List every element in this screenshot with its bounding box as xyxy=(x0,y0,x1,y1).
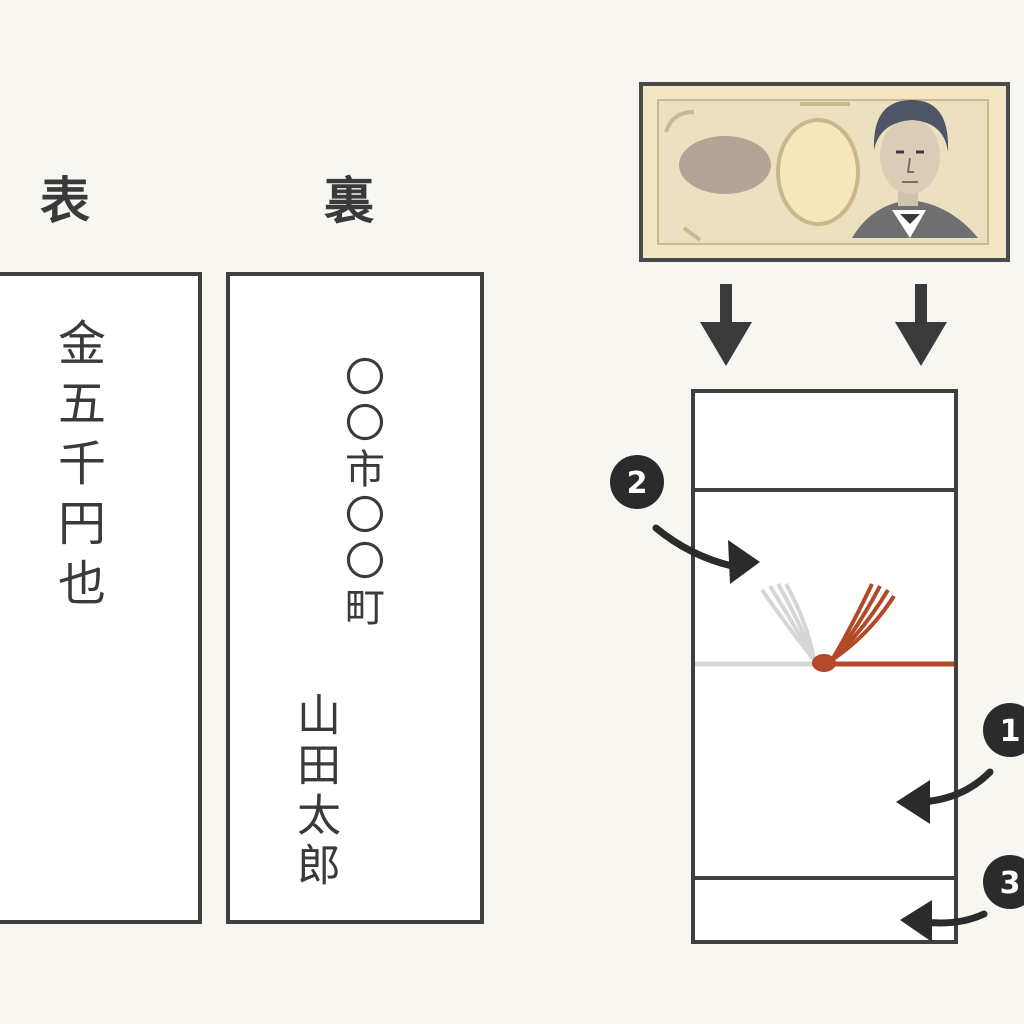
arrow-1-icon xyxy=(896,768,994,824)
back-slip: 〇〇市〇〇町 山田太郎 xyxy=(226,272,484,924)
svg-text:3: 3 xyxy=(1000,866,1021,901)
down-arrow-left-icon xyxy=(700,284,752,366)
arrow-2-icon xyxy=(652,524,760,584)
marker-2: 2 xyxy=(610,455,664,509)
svg-text:2: 2 xyxy=(627,466,648,501)
mizuhiki-cord xyxy=(695,583,954,672)
banknote-pattern-icon xyxy=(679,136,771,194)
marker-1: 1 xyxy=(983,703,1024,757)
back-label: 裏 xyxy=(324,172,374,230)
down-arrow-right-icon xyxy=(895,284,947,366)
back-name-text: 山田太郎 xyxy=(289,692,340,892)
arrow-3-icon xyxy=(900,900,988,942)
front-slip: 金五千円也 xyxy=(0,272,202,924)
banknote-watermark-icon xyxy=(776,118,860,226)
portrait-icon xyxy=(852,100,978,238)
back-address-text: 〇〇市〇〇町 xyxy=(338,356,384,632)
banknote xyxy=(639,82,1010,262)
marker-3: 3 xyxy=(983,855,1024,909)
cord-knot-icon xyxy=(812,654,836,672)
front-label: 表 xyxy=(40,172,90,230)
svg-text:1: 1 xyxy=(1000,714,1021,749)
front-amount-text: 金五千円也 xyxy=(49,318,105,618)
